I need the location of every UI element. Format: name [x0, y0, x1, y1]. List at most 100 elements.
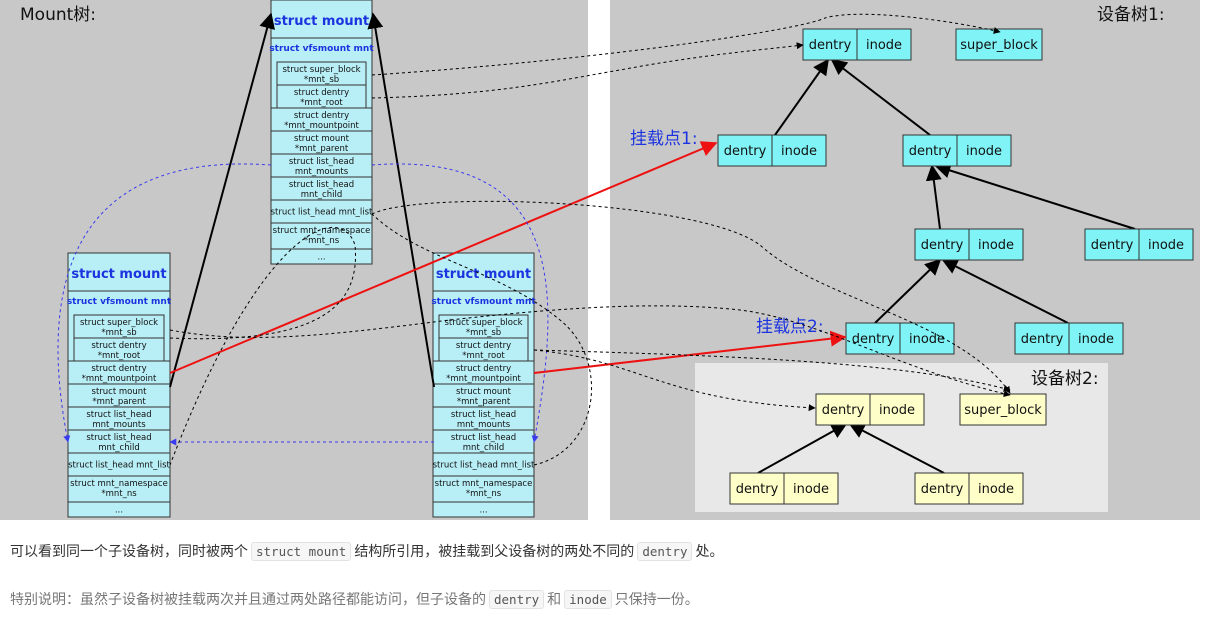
- device1-root-node-dentry: dentry: [809, 38, 852, 53]
- device-tree-2-edges: [757, 423, 945, 474]
- device2-root-node-inode: inode: [879, 403, 915, 418]
- struct-right-field-mnt-ns-type: struct mnt_namespace: [435, 479, 533, 489]
- mount-tree-label: Mount树:: [20, 5, 96, 25]
- device1-super-block-label: super_block: [960, 38, 1038, 53]
- struct-right-field-mnt-child-type: struct list_head: [451, 433, 516, 443]
- caption-2-text-b: 和: [547, 592, 562, 608]
- struct-top-field-more: [270, 248, 373, 265]
- caption-2-code-dentry: dentry: [489, 590, 545, 609]
- struct-top-field-mnt-child-type: struct list_head: [289, 180, 354, 190]
- struct-left-field-mnt-root-name: *mnt_root: [98, 351, 141, 361]
- edge-n2-mp2: [874, 258, 942, 324]
- device1-node-c: dentry inode: [1084, 228, 1194, 261]
- struct-left-field-mnt-sb-type: struct super_block: [80, 318, 158, 328]
- struct-left-field-mnt-root-type: struct dentry: [91, 341, 146, 351]
- struct-left-field-mnt-parent-type: struct mount: [92, 387, 148, 397]
- arrow-left-parent: [169, 12, 275, 388]
- struct-right-field-mnt-mountpoint-name: *mnt_mountpoint: [446, 374, 521, 384]
- mount-point-1-label: 挂载点1:: [630, 129, 698, 149]
- mnt-parent-arrows: [169, 12, 435, 388]
- device1-super-block: super_block: [955, 28, 1043, 61]
- arrow-right-parent: [367, 12, 435, 388]
- device1-node-b-inode: inode: [978, 238, 1014, 253]
- mnt-mounts-links: [57, 163, 549, 446]
- struct-left-field-more-label: ...: [115, 506, 123, 516]
- struct-right-field-mnt-parent-type: struct mount: [456, 387, 512, 397]
- edge-n1-n2: [925, 164, 942, 230]
- struct-right-field-mnt-ns-name: *mnt_ns: [466, 489, 502, 499]
- blue-link-right: [371, 163, 549, 443]
- mount-diagram: Mount树: 设备树1: 设备树2: 挂载点1: 挂载点2: struct m…: [0, 0, 1200, 520]
- link-right-root: [533, 349, 816, 412]
- struct-right-vfsmount: struct vfsmount mnt: [431, 297, 536, 307]
- struct-left-field-mnt-mounts-type: struct list_head: [86, 410, 151, 420]
- mount-point-2-node-dentry: dentry: [852, 332, 895, 347]
- device1-node-d-inode: inode: [1078, 332, 1114, 347]
- link-left-sb: [169, 305, 1011, 398]
- link-top-root: [371, 42, 804, 99]
- caption-2-code-inode: inode: [564, 590, 612, 609]
- device1-root-node-inode: inode: [866, 38, 902, 53]
- struct-left-field-mnt-mountpoint-type: struct dentry: [91, 364, 146, 374]
- struct-left-field-mnt-mounts-name: mnt_mounts: [92, 420, 146, 430]
- struct-top-field-mnt-sb-type: struct super_block: [282, 65, 360, 75]
- edge-root-mp1: [774, 58, 829, 136]
- caption-1-text-b: 结构所引用，被挂载到父设备树的两处不同的: [354, 544, 635, 560]
- struct-mount-root: struct mount struct vfsmount mnt struct su…: [269, 0, 374, 265]
- struct-right-field-mnt-sb-type: struct super_block: [444, 318, 522, 328]
- edge-root-n1: [830, 59, 931, 136]
- struct-left-field-mnt-parent-name: *mnt_parent: [92, 397, 146, 407]
- struct-top-field-mnt-mountpoint-name: *mnt_mountpoint: [284, 121, 359, 131]
- struct-top-vfsmount: struct vfsmount mnt: [269, 44, 374, 54]
- struct-mount-child-1: struct mount struct vfsmount mnt struct su…: [67, 252, 172, 518]
- link-top-list: [371, 200, 1011, 394]
- struct-mount-child-2: struct mount struct vfsmount mnt struct su…: [431, 252, 536, 518]
- struct-left-title: struct mount: [71, 267, 166, 282]
- mount-point-2-node: dentry inode: [845, 322, 955, 355]
- struct-right-field-mnt-child-name: mnt_child: [463, 443, 504, 453]
- device2-node-a-dentry: dentry: [736, 482, 779, 497]
- edge-n1-n3: [934, 162, 1136, 230]
- struct-top-field-mnt-parent-name: *mnt_parent: [295, 144, 349, 154]
- struct-right-field-mnt-ns: [432, 475, 535, 503]
- struct-right-field-more-label: ...: [479, 506, 487, 516]
- struct-right-title: struct mount: [436, 267, 531, 282]
- edge-d2root-c2: [848, 423, 945, 474]
- link-top-sb: [371, 13, 1001, 76]
- struct-left-field-mnt-ns-type: struct mnt_namespace: [70, 479, 168, 489]
- struct-top-title: struct mount: [274, 14, 369, 29]
- struct-top-field-mnt-ns-type: struct mnt_namespace: [273, 226, 371, 236]
- struct-right-field-mnt-sb-name: *mnt_sb: [466, 328, 501, 338]
- caption-1-code-dentry: dentry: [637, 542, 693, 561]
- device-tree-1-label: 设备树1:: [1097, 5, 1165, 25]
- struct-top-field-mnt-sb-name: *mnt_sb: [304, 75, 339, 85]
- mount-point-1-node-inode: inode: [781, 144, 817, 159]
- struct-right-field-mnt-list-label: struct list_head mnt_list: [433, 461, 535, 471]
- caption-1-text-a: 可以看到同一个子设备树，同时被两个: [10, 544, 248, 560]
- device2-super-block: super_block: [959, 393, 1047, 426]
- struct-left-field-mnt-child-type: struct list_head: [86, 433, 151, 443]
- struct-right-field-mnt-mountpoint-type: struct dentry: [456, 364, 511, 374]
- struct-top-field-mnt-list-label: struct list_head mnt_list: [271, 208, 373, 218]
- device2-super-block-label: super_block: [964, 403, 1042, 418]
- device1-node-c-dentry: dentry: [1091, 238, 1134, 253]
- struct-left-field-mnt-list-label: struct list_head mnt_list: [68, 461, 170, 471]
- caption-1-text-c: 处。: [695, 544, 724, 560]
- struct-left-field-mnt-ns-name: *mnt_ns: [101, 489, 137, 499]
- device1-node-a-dentry: dentry: [909, 144, 952, 159]
- device1-node-c-inode: inode: [1148, 238, 1184, 253]
- struct-left-vfsmount: struct vfsmount mnt: [67, 297, 172, 307]
- struct-top-field-mnt-child-name: mnt_child: [301, 190, 342, 200]
- caption-2-text-c: 只保持一份。: [614, 592, 699, 608]
- edge-n2-n5: [941, 259, 1069, 324]
- struct-right-field-more: [432, 501, 535, 518]
- device2-node-b-inode: inode: [978, 482, 1014, 497]
- mount-point-2-node-inode: inode: [909, 332, 945, 347]
